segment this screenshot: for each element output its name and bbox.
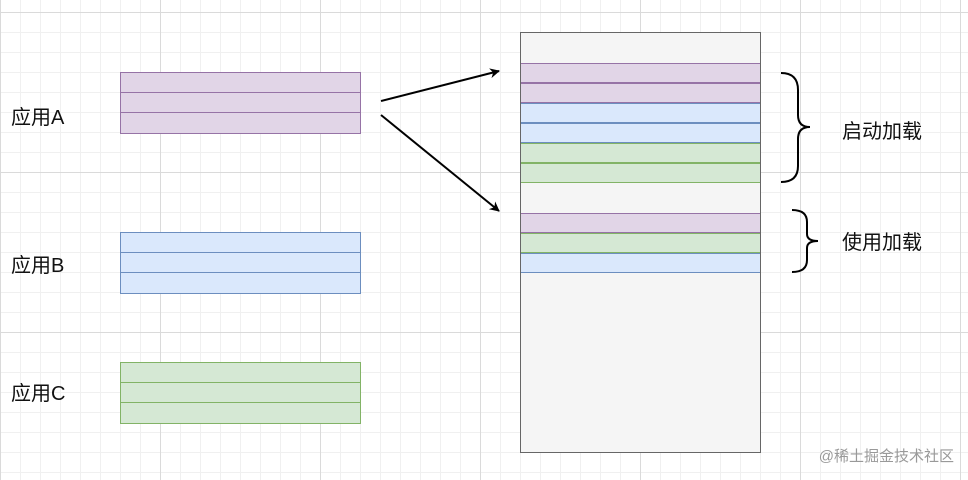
app-a-segment bbox=[121, 73, 360, 93]
memory-segment-app-b bbox=[521, 103, 760, 123]
usage-load-label: 使用加载 bbox=[842, 232, 922, 254]
memory-segment-app-a bbox=[521, 63, 760, 83]
app-a-segment bbox=[121, 93, 360, 113]
arrow-to-startup bbox=[380, 68, 500, 102]
app-a-block bbox=[120, 72, 361, 134]
memory-segment-app-b bbox=[521, 253, 760, 273]
arrow-to-usage bbox=[380, 114, 500, 212]
app-c-label: 应用C bbox=[11, 383, 66, 405]
app-b-block bbox=[120, 232, 361, 294]
app-c-segment bbox=[121, 383, 360, 403]
usage-brace bbox=[791, 209, 819, 273]
app-c-segment bbox=[121, 363, 360, 383]
memory-segment-app-c bbox=[521, 233, 760, 253]
memory-segment-app-a bbox=[521, 83, 760, 103]
app-b-segment bbox=[121, 253, 360, 273]
app-b-segment bbox=[121, 233, 360, 253]
watermark: @稀土掘金技术社区 bbox=[818, 448, 954, 465]
memory-segment-app-b bbox=[521, 123, 760, 143]
app-b-label: 应用B bbox=[11, 255, 65, 277]
startup-load-label: 启动加载 bbox=[842, 121, 922, 143]
memory-segment-app-a bbox=[521, 213, 760, 233]
app-a-label: 应用A bbox=[11, 107, 65, 129]
startup-brace bbox=[780, 72, 811, 183]
app-c-block bbox=[120, 362, 361, 424]
memory-segment-app-c bbox=[521, 163, 760, 183]
memory-column bbox=[520, 32, 761, 453]
memory-segment-app-c bbox=[521, 143, 760, 163]
